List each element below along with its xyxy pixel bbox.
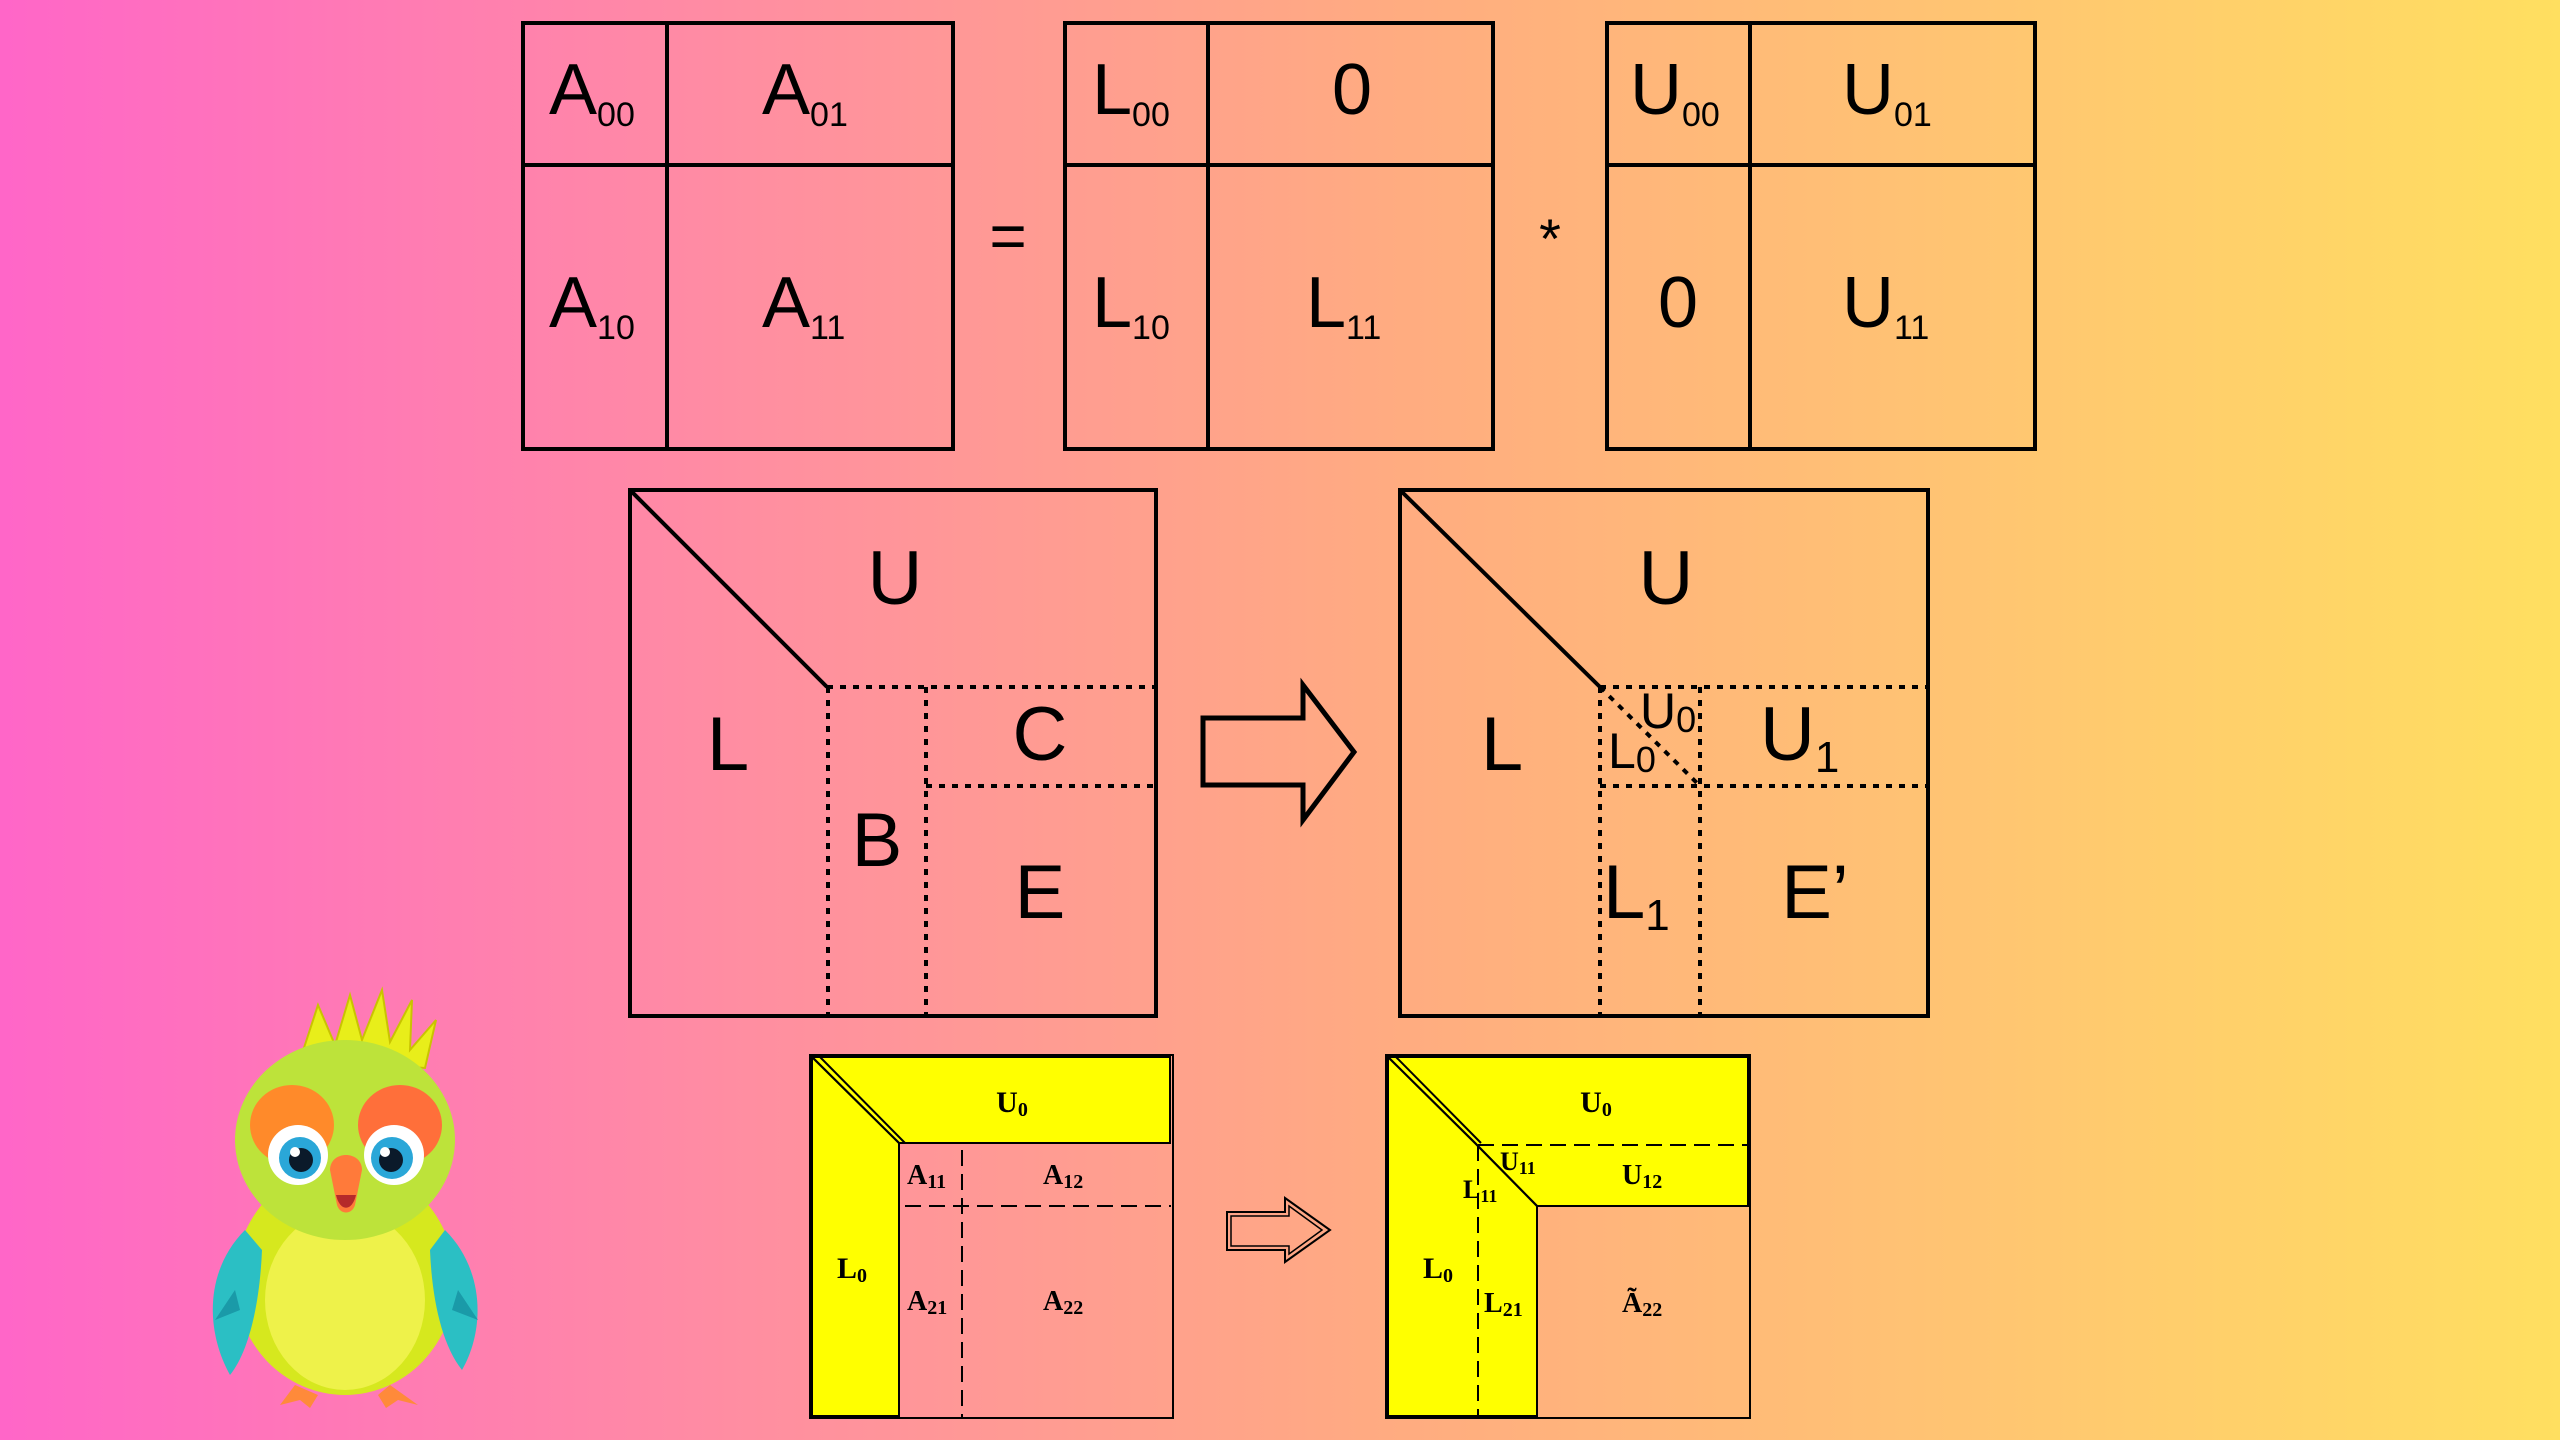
block-a11: A11 (762, 263, 845, 347)
label-u: U (868, 536, 923, 621)
matrix-l: L00 0 L10 L11 (1063, 21, 1495, 451)
blocked-lu-before: U L C B E (628, 488, 1158, 1018)
block-a10: A10 (549, 263, 635, 347)
label-e: E (1015, 850, 1066, 935)
label-e-prime: E’ (1781, 850, 1849, 935)
block-equation: A00 A01 A10 A11 = L00 0 L10 L11 * U00 U0… (521, 21, 2037, 451)
label-l: L (707, 702, 749, 787)
block-l-zero: 0 (1332, 50, 1372, 130)
matrix-a: A00 A01 A10 A11 (521, 21, 955, 451)
block-u-zero: 0 (1658, 263, 1698, 343)
label-u1: U1 (1760, 692, 1839, 782)
small-label-u11: U11 (1500, 1147, 1536, 1178)
label-l-after: L (1481, 702, 1523, 787)
small-lu-after: U0 L0 U11 L11 U12 L21 Ã22 (1385, 1054, 1751, 1419)
parrot-mascot-icon (212, 986, 478, 1408)
blocked-lu-after: U L U0 L0 U1 L1 E’ (1398, 488, 1930, 1018)
block-l00: L00 (1092, 50, 1170, 134)
small-arrow-icon (1226, 1196, 1332, 1264)
label-b: B (852, 798, 903, 883)
block-u01: U01 (1842, 50, 1932, 134)
label-l1: L1 (1603, 850, 1670, 940)
small-label-a22-tilde: Ã22 (1622, 1288, 1662, 1321)
label-c: C (1013, 692, 1068, 777)
block-a01: A01 (762, 50, 848, 134)
equals-sign: = (989, 200, 1026, 272)
small-label-a12: A12 (1043, 1160, 1083, 1193)
label-u0: U0 (1640, 683, 1696, 740)
small-label-a22: A22 (1043, 1286, 1083, 1319)
multiply-sign: * (1539, 207, 1561, 270)
big-arrow-icon (1200, 677, 1358, 828)
small-label-u12: U12 (1622, 1160, 1662, 1193)
block-l10: L10 (1092, 263, 1170, 347)
block-l11: L11 (1306, 263, 1381, 347)
label-l0: L0 (1608, 723, 1656, 780)
small-label-u0: U0 (996, 1086, 1028, 1121)
block-u00: U00 (1630, 50, 1720, 134)
block-a00: A00 (549, 50, 635, 134)
block-u11: U11 (1842, 263, 1929, 347)
small-label-l0-after: L0 (1423, 1252, 1453, 1287)
small-lu-before: U0 L0 A11 A12 A21 A22 (809, 1054, 1174, 1419)
label-u-after: U (1639, 536, 1694, 621)
matrix-u: U00 U01 0 U11 (1605, 21, 2037, 451)
small-label-a11: A11 (907, 1160, 946, 1193)
small-label-a21: A21 (907, 1286, 947, 1319)
small-label-l0: L0 (837, 1252, 867, 1287)
small-label-u0-after: U0 (1580, 1086, 1612, 1121)
small-label-l11: L11 (1463, 1175, 1497, 1206)
small-label-l21: L21 (1484, 1288, 1523, 1321)
